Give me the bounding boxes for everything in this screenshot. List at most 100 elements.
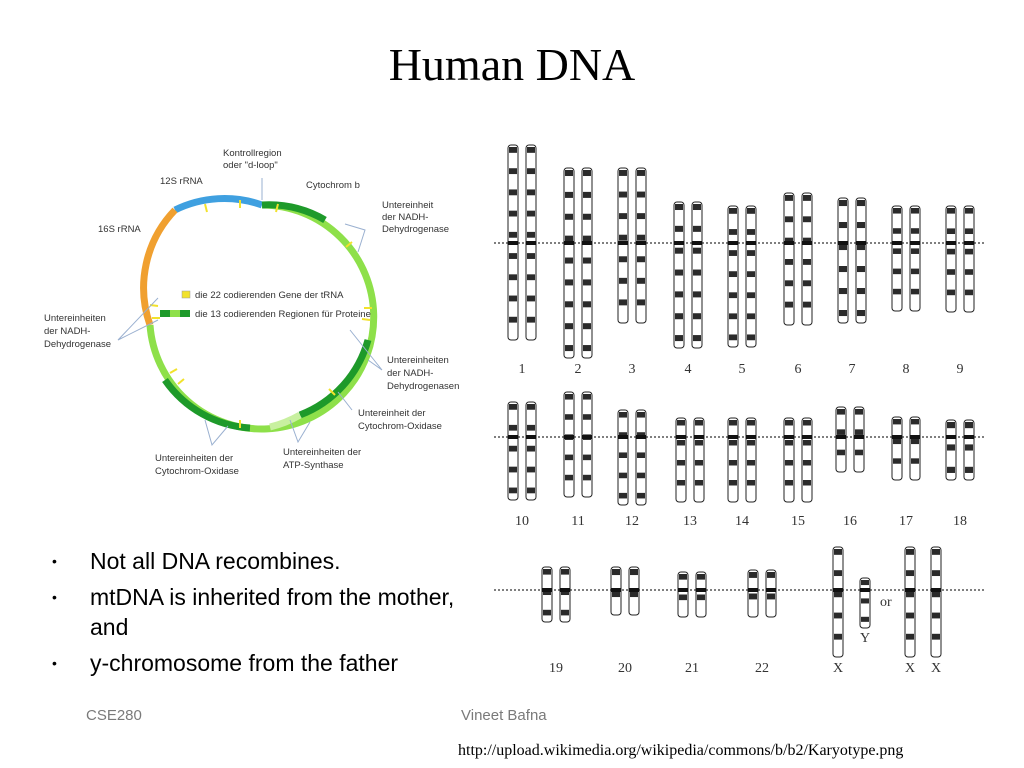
mtdna-diagram: die 22 codierenden Gene der tRNA die 13 … [44, 148, 459, 477]
bullet-item: •y-chromosome from the father [52, 650, 399, 676]
chromosome-18-b [963, 419, 975, 481]
chromosome-number-label: 10 [515, 514, 529, 529]
chromosome-9-a [945, 205, 957, 313]
chromosome-number-label: 7 [849, 362, 856, 377]
legend-proteins: die 13 codierenden Regionen für Proteine [195, 309, 371, 320]
legend-trna: die 22 codierenden Gene der tRNA [195, 290, 344, 301]
svg-text:oder "d-loop": oder "d-loop" [223, 160, 278, 171]
chromosome-number-label: 6 [795, 362, 802, 377]
chromosome-19-a [541, 566, 553, 623]
label-nadh-left: Untereinheiten [44, 313, 106, 324]
chromosome-12-b [635, 409, 647, 506]
chromosome-18-a [945, 419, 957, 481]
chromosome-x-female-a [904, 546, 916, 658]
label-atp-synthase: Untereinheiten der [283, 447, 361, 458]
chromosome-number-label: 5 [739, 362, 746, 377]
bullet-item: •Not all DNA recombines. [52, 548, 341, 574]
chromosome-22-a [747, 569, 759, 618]
chromosome-11-b [581, 391, 593, 498]
chromosome-number-label: 11 [571, 514, 584, 529]
chromosome-21-a [677, 571, 689, 618]
svg-text:der NADH-: der NADH- [387, 368, 433, 379]
chromosome-13-b [693, 417, 705, 503]
svg-text:Cytochrom-Oxidase: Cytochrom-Oxidase [155, 466, 239, 477]
label-16s-rrna: 16S rRNA [98, 224, 141, 235]
chromosome-2-b [581, 167, 593, 359]
chromosome-6-b [801, 192, 813, 326]
chromosome-number-label: 19 [549, 661, 563, 676]
chromosome-3-b [635, 167, 647, 324]
chromosome-number-label: 1 [519, 362, 526, 377]
chromosome-number-label: 12 [625, 514, 639, 529]
svg-text:Cytochrom-Oxidase: Cytochrom-Oxidase [358, 421, 442, 432]
chromosome-15-b [801, 417, 813, 503]
chromosome-number-label: 22 [755, 661, 769, 676]
chromosome-10-b [525, 401, 537, 501]
chromosome-y [859, 577, 871, 629]
chromosome-3-a [617, 167, 629, 324]
chromosome-1-b [525, 144, 537, 341]
chromosome-6-a [783, 192, 795, 326]
chromosome-2-a [563, 167, 575, 359]
chromosome-number-label: 18 [953, 514, 967, 529]
chromosome-5-b [745, 205, 757, 348]
chromosome-number-label: 3 [629, 362, 636, 377]
chromosome-20-b [628, 566, 640, 616]
chromosome-14-a [727, 417, 739, 503]
chromosome-17-b [909, 416, 921, 481]
chromosome-7-a [837, 197, 849, 324]
or-label: or [880, 595, 892, 610]
chromosome-20-a [610, 566, 622, 616]
chromosome-22-b [765, 569, 777, 618]
slide-title: Human DNA [388, 39, 636, 90]
chromosome-14-b [745, 417, 757, 503]
chromosome-9-b [963, 205, 975, 313]
chromosome-number-label: 20 [618, 661, 632, 676]
chromosome-13-a [675, 417, 687, 503]
chromosome-number-label: X [833, 661, 843, 676]
label-cox-bottom: Untereinheiten der [155, 453, 233, 464]
chromosome-number-label: 9 [957, 362, 964, 377]
footer-course: CSE280 [86, 707, 142, 724]
chromosome-21-b [695, 571, 707, 618]
chromosome-17-a [891, 416, 903, 481]
svg-text:Dehydrogenasen: Dehydrogenasen [387, 381, 459, 392]
chromosome-number-label: 21 [685, 661, 699, 676]
chromosome-number-label: X [931, 661, 941, 676]
label-cytochrom-b: Cytochrom b [306, 180, 360, 191]
svg-text:Dehydrogenase: Dehydrogenase [44, 339, 111, 350]
chromosome-number-label: 17 [899, 514, 913, 529]
svg-text:der NADH-: der NADH- [382, 212, 428, 223]
footer-author: Vineet Bafna [461, 707, 547, 724]
label-nadh-right: Untereinheiten [387, 355, 449, 366]
chromosome-11-a [563, 391, 575, 498]
chromosome-4-a [673, 201, 685, 349]
chromosome-10-a [507, 401, 519, 501]
chromosome-x-male [832, 546, 844, 658]
chromosome-4-b [691, 201, 703, 349]
source-url: http://upload.wikimedia.org/wikipedia/co… [458, 742, 904, 759]
chromosome-1-a [507, 144, 519, 341]
label-kontrollregion: Kontrollregion [223, 148, 282, 159]
chromosome-x-female-b [930, 546, 942, 658]
svg-text:ATP-Synthase: ATP-Synthase [283, 460, 344, 471]
svg-text:Dehydrogenase: Dehydrogenase [382, 224, 449, 235]
label-12s-rrna: 12S rRNA [160, 176, 203, 187]
bullet-item: •mtDNA is inherited from the mother, and [52, 584, 455, 640]
chromosome-8-a [891, 205, 903, 312]
chromosome-number-label: 15 [791, 514, 805, 529]
chromosome-16-b [853, 406, 865, 473]
label-nadh-top: Untereinheit [382, 200, 434, 211]
chromosome-16-a [835, 406, 847, 473]
chromosome-number-label: 4 [685, 362, 692, 377]
chromosome-number-label: 16 [843, 514, 857, 529]
chromosome-number-label: X [905, 661, 915, 676]
chromosome-19-b [559, 566, 571, 623]
chromosome-number-label: 8 [903, 362, 910, 377]
svg-text:der NADH-: der NADH- [44, 326, 90, 337]
chromosome-8-b [909, 205, 921, 312]
chromosome-15-a [783, 417, 795, 503]
chromosome-12-a [617, 409, 629, 506]
chromosome-number-label: 2 [575, 362, 582, 377]
